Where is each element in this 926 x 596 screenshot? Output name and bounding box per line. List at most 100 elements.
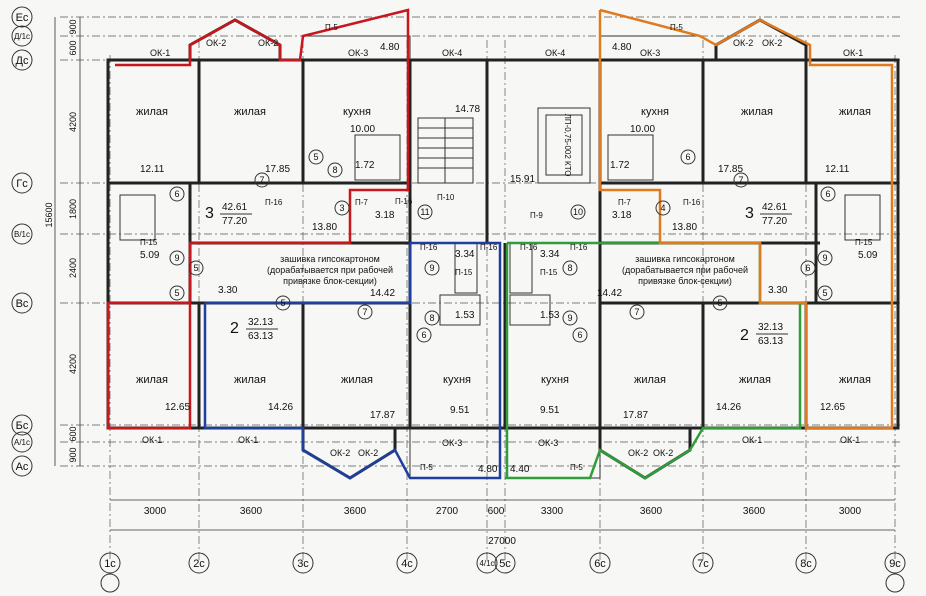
svg-text:ОК-3: ОК-3 <box>348 48 368 58</box>
svg-text:17.87: 17.87 <box>623 410 648 421</box>
svg-text:8: 8 <box>429 313 434 323</box>
svg-text:ОК-1: ОК-1 <box>238 435 258 445</box>
apartment-orange-outline <box>598 8 894 430</box>
svg-text:3300: 3300 <box>541 506 564 517</box>
svg-text:4200: 4200 <box>68 354 78 374</box>
svg-text:6: 6 <box>805 263 810 273</box>
bottom-axis-labels: 1с 2с 3с 4с 4/1с 5с 6с 7с 8с 9с <box>99 552 906 593</box>
svg-text:П-5: П-5 <box>420 463 433 472</box>
svg-text:9.51: 9.51 <box>540 405 560 416</box>
svg-text:9: 9 <box>174 253 179 263</box>
svg-text:7: 7 <box>362 307 367 317</box>
svg-text:ОК-1: ОК-1 <box>142 435 162 445</box>
svg-text:зашивка гипсокартоном: зашивка гипсокартоном <box>280 254 380 264</box>
room-living: жилая <box>234 374 266 386</box>
room-living: жилая <box>741 106 773 118</box>
svg-text:П-9: П-9 <box>530 211 543 220</box>
apartment-labels: 3 42.61 77.20 3 42.61 77.20 2 32.13 63.1… <box>205 202 792 347</box>
svg-text:5.09: 5.09 <box>140 250 160 261</box>
svg-text:10.00: 10.00 <box>350 124 375 135</box>
svg-text:3000: 3000 <box>839 506 862 517</box>
svg-text:3.30: 3.30 <box>218 285 238 296</box>
svg-text:ОК-1: ОК-1 <box>840 435 860 445</box>
apt2-num: 2 <box>740 327 749 344</box>
svg-text:3с: 3с <box>297 558 309 570</box>
svg-text:12.11: 12.11 <box>140 164 165 175</box>
svg-text:(дорабатывается при рабочей: (дорабатывается при рабочей <box>267 265 393 275</box>
svg-text:Ec: Ec <box>16 12 29 24</box>
svg-text:7: 7 <box>259 175 264 185</box>
svg-text:Вс: Вс <box>16 298 29 310</box>
svg-text:17.85: 17.85 <box>718 164 743 175</box>
svg-text:ОК-4: ОК-4 <box>545 48 565 58</box>
svg-text:ОК-2: ОК-2 <box>206 38 226 48</box>
svg-text:Гс: Гс <box>16 178 28 190</box>
svg-text:Бс: Бс <box>16 420 29 432</box>
apt2-live: 32.13 <box>758 322 783 333</box>
svg-text:П-15: П-15 <box>455 268 473 277</box>
svg-text:5: 5 <box>822 288 827 298</box>
svg-text:600: 600 <box>68 40 78 55</box>
svg-text:9: 9 <box>822 253 827 263</box>
svg-text:ОК-2: ОК-2 <box>653 448 673 458</box>
svg-text:12.65: 12.65 <box>820 402 845 413</box>
svg-text:4200: 4200 <box>68 112 78 132</box>
svg-text:П-16: П-16 <box>520 243 538 252</box>
svg-text:5: 5 <box>313 152 318 162</box>
svg-text:П-7: П-7 <box>618 198 631 207</box>
svg-text:7с: 7с <box>697 558 709 570</box>
element-labels: ОК-1 ОК-2 ОК-2 ОК-3 ОК-4 ОК-4 ОК-3 ОК-2 … <box>140 23 873 472</box>
apartment-blue-outline <box>203 241 502 480</box>
svg-text:П-5: П-5 <box>570 463 583 472</box>
apartment-red-outline <box>106 8 410 430</box>
svg-text:ОК-4: ОК-4 <box>442 48 462 58</box>
svg-text:8: 8 <box>332 165 337 175</box>
room-living: жилая <box>839 374 871 386</box>
svg-text:900: 900 <box>68 447 78 462</box>
svg-text:ОК-1: ОК-1 <box>150 48 170 58</box>
svg-text:14.26: 14.26 <box>268 402 293 413</box>
svg-text:3.18: 3.18 <box>375 210 395 221</box>
svg-text:7: 7 <box>634 307 639 317</box>
svg-text:6: 6 <box>685 152 690 162</box>
svg-text:привязке блок-секции): привязке блок-секции) <box>283 276 377 286</box>
svg-text:4/1с: 4/1с <box>479 559 494 568</box>
grid-axes-vertical <box>109 40 896 560</box>
svg-text:5: 5 <box>280 298 285 308</box>
svg-text:10: 10 <box>573 207 583 217</box>
svg-text:9: 9 <box>429 263 434 273</box>
svg-text:14.42: 14.42 <box>370 288 395 299</box>
svg-text:П-16: П-16 <box>570 243 588 252</box>
svg-text:ОК-2: ОК-2 <box>330 448 350 458</box>
svg-text:П-5: П-5 <box>325 23 338 32</box>
room-living: жилая <box>136 106 168 118</box>
room-living: жилая <box>234 106 266 118</box>
svg-text:5: 5 <box>174 288 179 298</box>
svg-text:6: 6 <box>174 189 179 199</box>
svg-text:900: 900 <box>68 19 78 34</box>
room-kitchen: кухня <box>443 374 471 386</box>
room-kitchen: кухня <box>641 106 669 118</box>
room-kitchen: кухня <box>541 374 569 386</box>
apt2-total: 63.13 <box>248 331 273 342</box>
svg-text:привязке блок-секции): привязке блок-секции) <box>638 276 732 286</box>
svg-text:П-15: П-15 <box>540 268 558 277</box>
svg-text:П-16: П-16 <box>683 198 701 207</box>
svg-text:1800: 1800 <box>68 199 78 219</box>
room-living: жилая <box>739 374 771 386</box>
svg-text:15.91: 15.91 <box>510 174 535 185</box>
svg-text:П-5: П-5 <box>670 23 683 32</box>
svg-text:6: 6 <box>825 189 830 199</box>
room-labels: жилая жилая кухня кухня жилая жилая жила… <box>136 106 871 386</box>
apt2-live: 32.13 <box>248 317 273 328</box>
svg-text:1.53: 1.53 <box>540 310 560 321</box>
svg-text:ОК-2: ОК-2 <box>762 38 782 48</box>
svg-text:П-16: П-16 <box>395 197 413 206</box>
notes: зашивка гипсокартоном (дорабатывается пр… <box>267 254 748 286</box>
svg-text:1.72: 1.72 <box>355 160 375 171</box>
svg-text:9.51: 9.51 <box>450 405 470 416</box>
svg-text:2с: 2с <box>193 558 205 570</box>
svg-text:12.65: 12.65 <box>165 402 190 413</box>
left-dimensions: 900 600 4200 15600 1800 2400 4200 600 90… <box>44 17 81 466</box>
svg-text:3.18: 3.18 <box>612 210 632 221</box>
